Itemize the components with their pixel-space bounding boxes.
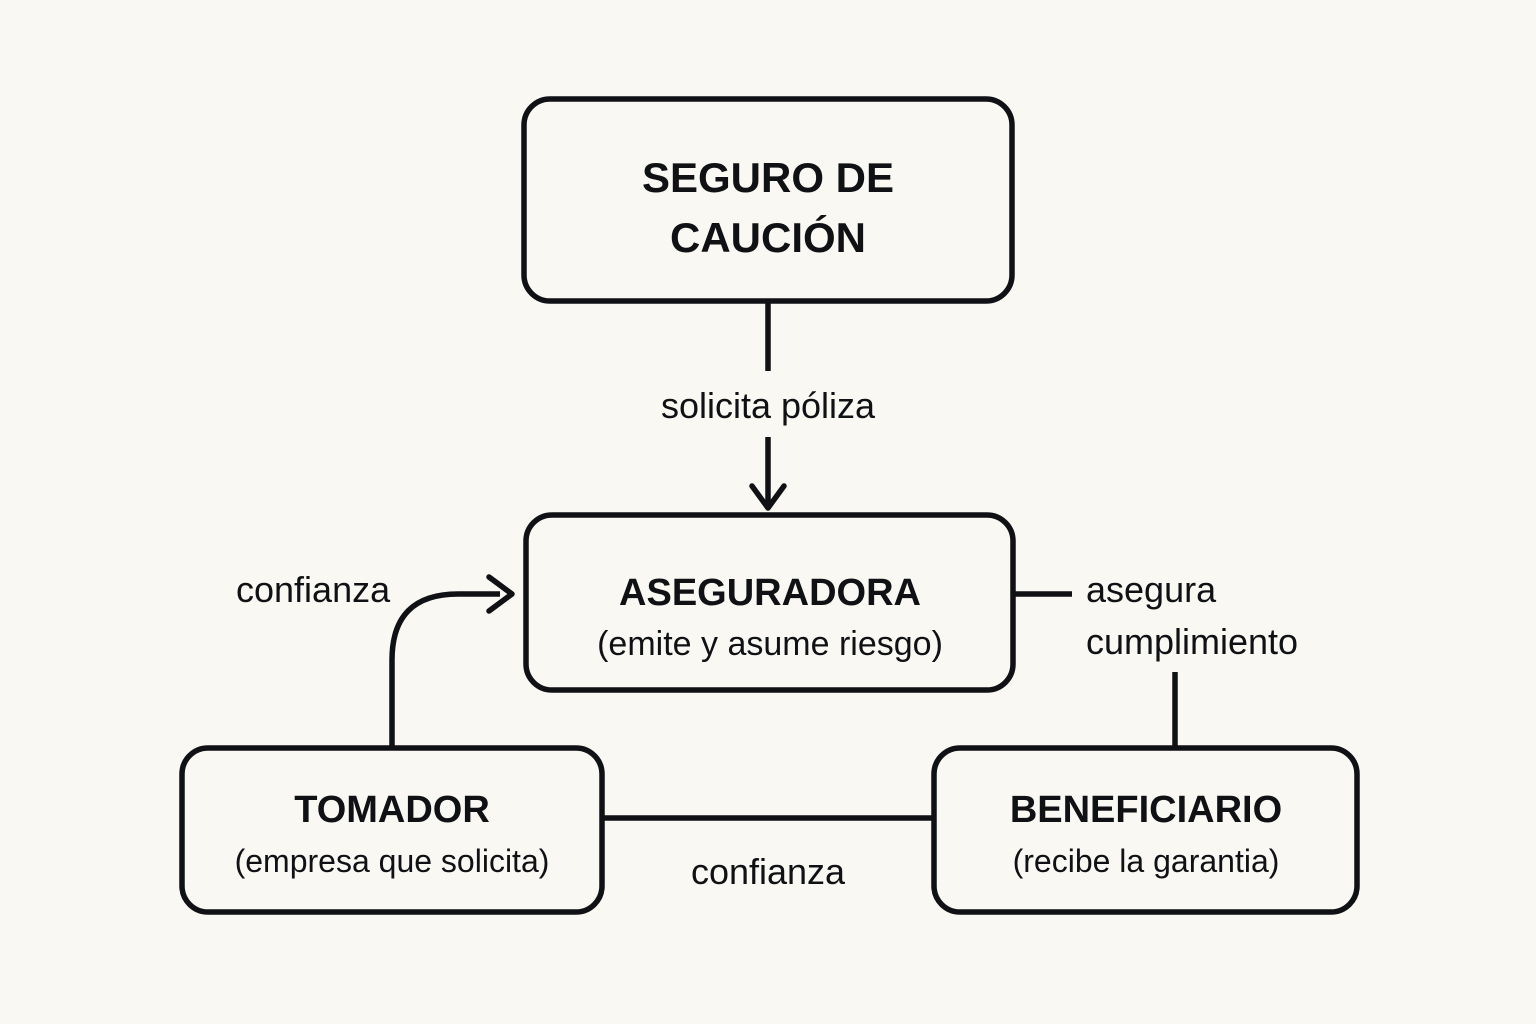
node-aseguradora[interactable]: ASEGURADORA (emite y asume riesgo) <box>523 512 1016 693</box>
node-title-line2: CAUCIÓN <box>670 213 866 261</box>
node-title-line1: TOMADOR <box>294 789 490 831</box>
edge-label-solicita-poliza: solicita póliza <box>661 385 876 426</box>
node-subtitle: (empresa que solicita) <box>235 843 550 879</box>
node-box-outline <box>179 745 605 915</box>
node-tomador[interactable]: TOMADOR (empresa que solicita) <box>179 745 605 915</box>
node-subtitle: (emite y asume riesgo) <box>597 625 943 663</box>
edge-tomador-to-aseguradora <box>389 574 515 748</box>
node-box-outline <box>931 745 1360 915</box>
arrow-head-down-icon <box>749 483 787 511</box>
edge-label-confianza-tomador: confianza <box>236 569 391 610</box>
node-title-line1: BENEFICIARIO <box>1010 789 1282 831</box>
node-title-line1: SEGURO DE <box>642 154 894 201</box>
edge-label-asegura: asegura <box>1086 569 1217 610</box>
edge-label-cumplimiento: cumplimiento <box>1086 621 1298 662</box>
edge-label-confianza-bottom: confianza <box>691 851 846 892</box>
edge-seguro-to-aseguradora <box>749 300 787 511</box>
node-subtitle: (recibe la garantia) <box>1013 843 1280 879</box>
node-box-outline <box>521 96 1015 304</box>
arrow-head-right-icon <box>486 574 515 614</box>
node-seguro-de-caucion[interactable]: SEGURO DE CAUCIÓN <box>521 96 1015 304</box>
node-box-outline <box>523 512 1016 693</box>
edge-curve <box>389 591 500 748</box>
edge-aseguradora-to-beneficiario <box>1013 591 1178 752</box>
node-title-line1: ASEGURADORA <box>619 572 921 614</box>
node-beneficiario[interactable]: BENEFICIARIO (recibe la garantia) <box>931 745 1360 915</box>
